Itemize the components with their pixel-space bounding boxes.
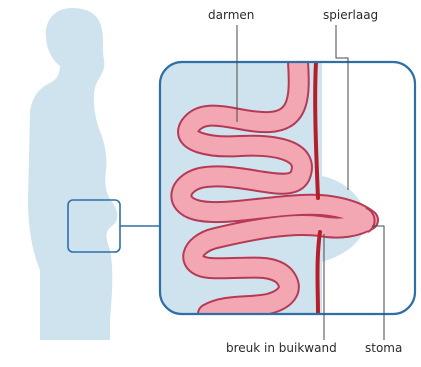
label-darmen: darmen bbox=[208, 8, 254, 22]
zoom-panel bbox=[160, 62, 415, 314]
label-spierlaag: spierlaag bbox=[323, 8, 378, 22]
human-silhouette-icon bbox=[28, 8, 117, 340]
label-stoma: stoma bbox=[365, 341, 402, 355]
label-breuk-in-buikwand: breuk in buikwand bbox=[226, 341, 337, 355]
